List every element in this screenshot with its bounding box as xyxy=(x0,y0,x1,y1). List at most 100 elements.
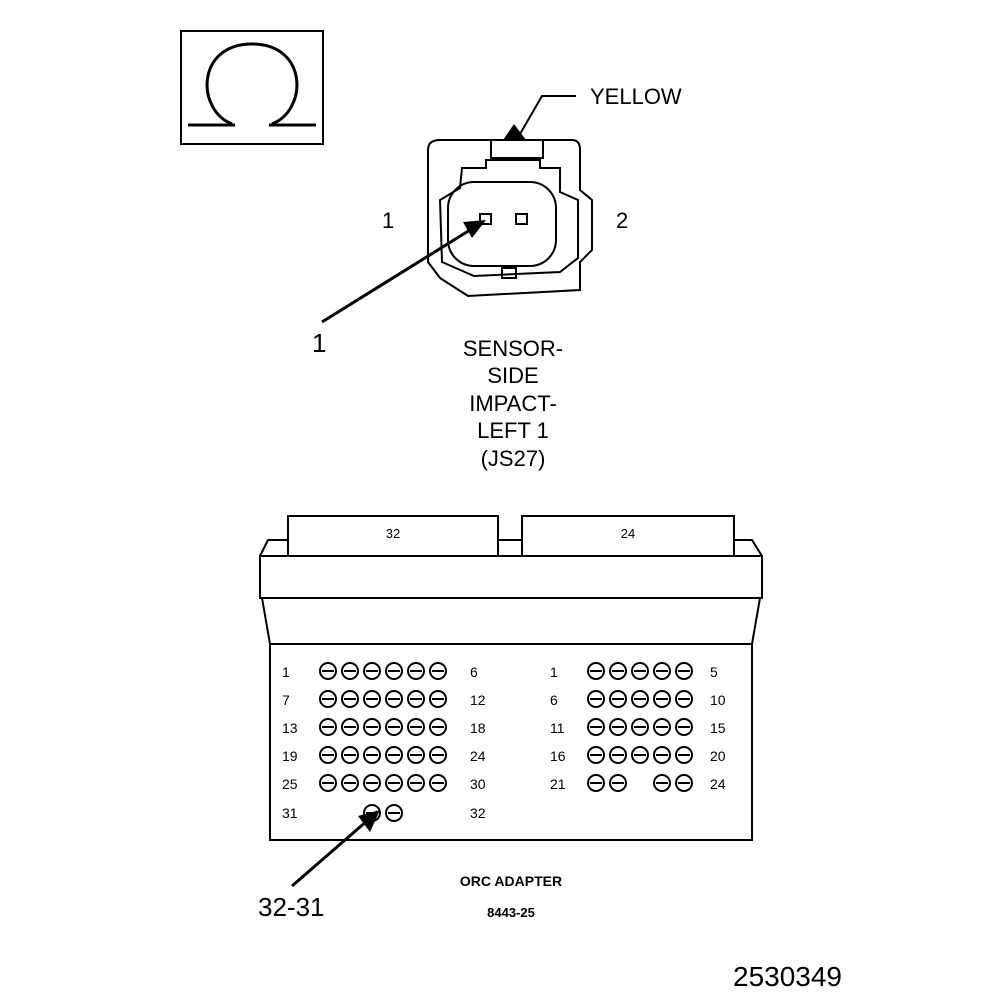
pin-row-end-label: 30 xyxy=(470,776,486,792)
sensor-pin-2 xyxy=(515,213,528,225)
adapter-pin-left xyxy=(385,746,403,764)
pin-row-start-label: 11 xyxy=(550,720,565,736)
adapter-pin-left xyxy=(385,804,403,822)
connector-housing xyxy=(427,139,593,298)
adapter-pin-left xyxy=(363,746,381,764)
sensor-title-line: (JS27) xyxy=(481,446,546,471)
adapter-tab-24-label: 24 xyxy=(621,526,635,541)
adapter-pin-left xyxy=(341,746,359,764)
pin-1-callout-label: 1 xyxy=(312,328,326,358)
adapter-pin-right xyxy=(675,662,693,680)
adapter-pin-right xyxy=(631,662,649,680)
adapter-pin-left xyxy=(429,746,447,764)
adapter-pin-left xyxy=(429,774,447,792)
adapter-pin-left xyxy=(407,718,425,736)
pin-31-32-callout-arrow xyxy=(291,818,369,888)
pin-2-label: 2 xyxy=(616,208,628,233)
adapter-pin-right xyxy=(653,746,671,764)
adapter-pin-right xyxy=(653,690,671,708)
pin-circles xyxy=(319,662,693,822)
adapter-tab-32-label: 32 xyxy=(386,526,400,541)
adapter-pin-face xyxy=(269,643,753,841)
pin-row-end-label: 15 xyxy=(710,720,726,736)
pin-row-start-label: 7 xyxy=(282,692,290,708)
adapter-pin-left xyxy=(363,774,381,792)
adapter-pin-right xyxy=(631,690,649,708)
adapter-pin-right xyxy=(653,718,671,736)
sensor-connector: YELLOW 1 2 1 SENSOR- SIDE IMPACT- xyxy=(312,84,682,471)
pin-row-end-label: 32 xyxy=(470,805,486,821)
adapter-pin-left xyxy=(319,746,337,764)
adapter-pin-right xyxy=(631,746,649,764)
adapter-pin-right xyxy=(609,690,627,708)
pin-row-end-label: 5 xyxy=(710,664,718,680)
adapter-pin-right xyxy=(609,746,627,764)
adapter-pin-left xyxy=(429,718,447,736)
pin-1-arrowhead xyxy=(463,220,486,238)
pin-row-start-label: 25 xyxy=(282,776,298,792)
omega-icon xyxy=(205,42,299,126)
adapter-name: ORC ADAPTER xyxy=(460,873,562,889)
adapter-pin-left xyxy=(319,774,337,792)
orc-adapter: 32 24 1 6 7 12 13 18 19 24 25 30 xyxy=(258,515,763,922)
pin-31-32-arrowhead xyxy=(358,810,380,832)
adapter-pin-left xyxy=(363,690,381,708)
adapter-pin-right xyxy=(587,662,605,680)
adapter-pin-right xyxy=(587,746,605,764)
sensor-title-line: SENSOR- xyxy=(463,336,563,361)
pin-row-end-label: 12 xyxy=(470,692,486,708)
adapter-pin-left xyxy=(341,662,359,680)
pin-row-end-label: 20 xyxy=(710,748,726,764)
adapter-shell-taper xyxy=(261,597,761,645)
adapter-pin-left xyxy=(407,774,425,792)
adapter-pin-left xyxy=(407,690,425,708)
wire-color-leader xyxy=(519,95,576,135)
adapter-pin-right xyxy=(675,718,693,736)
adapter-pin-right xyxy=(587,774,605,792)
pin-row-start-label: 1 xyxy=(282,664,290,680)
adapter-pin-left xyxy=(385,718,403,736)
polarity-key xyxy=(501,267,517,279)
connector-latch xyxy=(490,139,544,159)
adapter-pin-left xyxy=(363,662,381,680)
pin-1-callout-arrow xyxy=(321,228,471,324)
adapter-pin-right xyxy=(609,662,627,680)
adapter-pin-left xyxy=(319,690,337,708)
pin-row-start-label: 6 xyxy=(550,692,558,708)
pin-row-start-label: 31 xyxy=(282,805,298,821)
adapter-pin-left xyxy=(385,662,403,680)
adapter-pin-right xyxy=(675,746,693,764)
pin-row-start-label: 21 xyxy=(550,776,566,792)
pin-row-start-label: 1 xyxy=(550,664,558,680)
pin-row-end-label: 24 xyxy=(470,748,486,764)
ohmmeter-symbol xyxy=(180,30,324,145)
adapter-pin-left xyxy=(319,662,337,680)
adapter-pin-right xyxy=(587,690,605,708)
adapter-pin-left xyxy=(363,718,381,736)
pin-row-start-label: 19 xyxy=(282,748,298,764)
pin-cavity xyxy=(447,181,557,267)
sensor-pin-1 xyxy=(479,213,492,225)
pin-row-start-label: 13 xyxy=(282,720,298,736)
adapter-pin-right xyxy=(675,690,693,708)
adapter-pin-left xyxy=(341,718,359,736)
adapter-pin-left xyxy=(407,662,425,680)
sensor-title-line: LEFT 1 xyxy=(477,418,549,443)
ohmmeter-box xyxy=(180,30,324,145)
pin-row-end-label: 6 xyxy=(470,664,478,680)
pin-row-end-label: 24 xyxy=(710,776,726,792)
adapter-pin-right xyxy=(675,774,693,792)
adapter-pin-left xyxy=(429,690,447,708)
adapter-upper-shell xyxy=(259,555,763,599)
adapter-pin-right xyxy=(609,718,627,736)
adapter-pin-left xyxy=(319,718,337,736)
sensor-title-line: SIDE xyxy=(487,363,538,388)
connector-shroud xyxy=(438,159,579,278)
adapter-pin-left xyxy=(341,774,359,792)
adapter-pin-left xyxy=(341,690,359,708)
left-pin-block: 1 6 7 12 13 18 19 24 25 30 31 32 xyxy=(282,664,486,821)
adapter-pin-right xyxy=(609,774,627,792)
adapter-pin-right xyxy=(653,774,671,792)
